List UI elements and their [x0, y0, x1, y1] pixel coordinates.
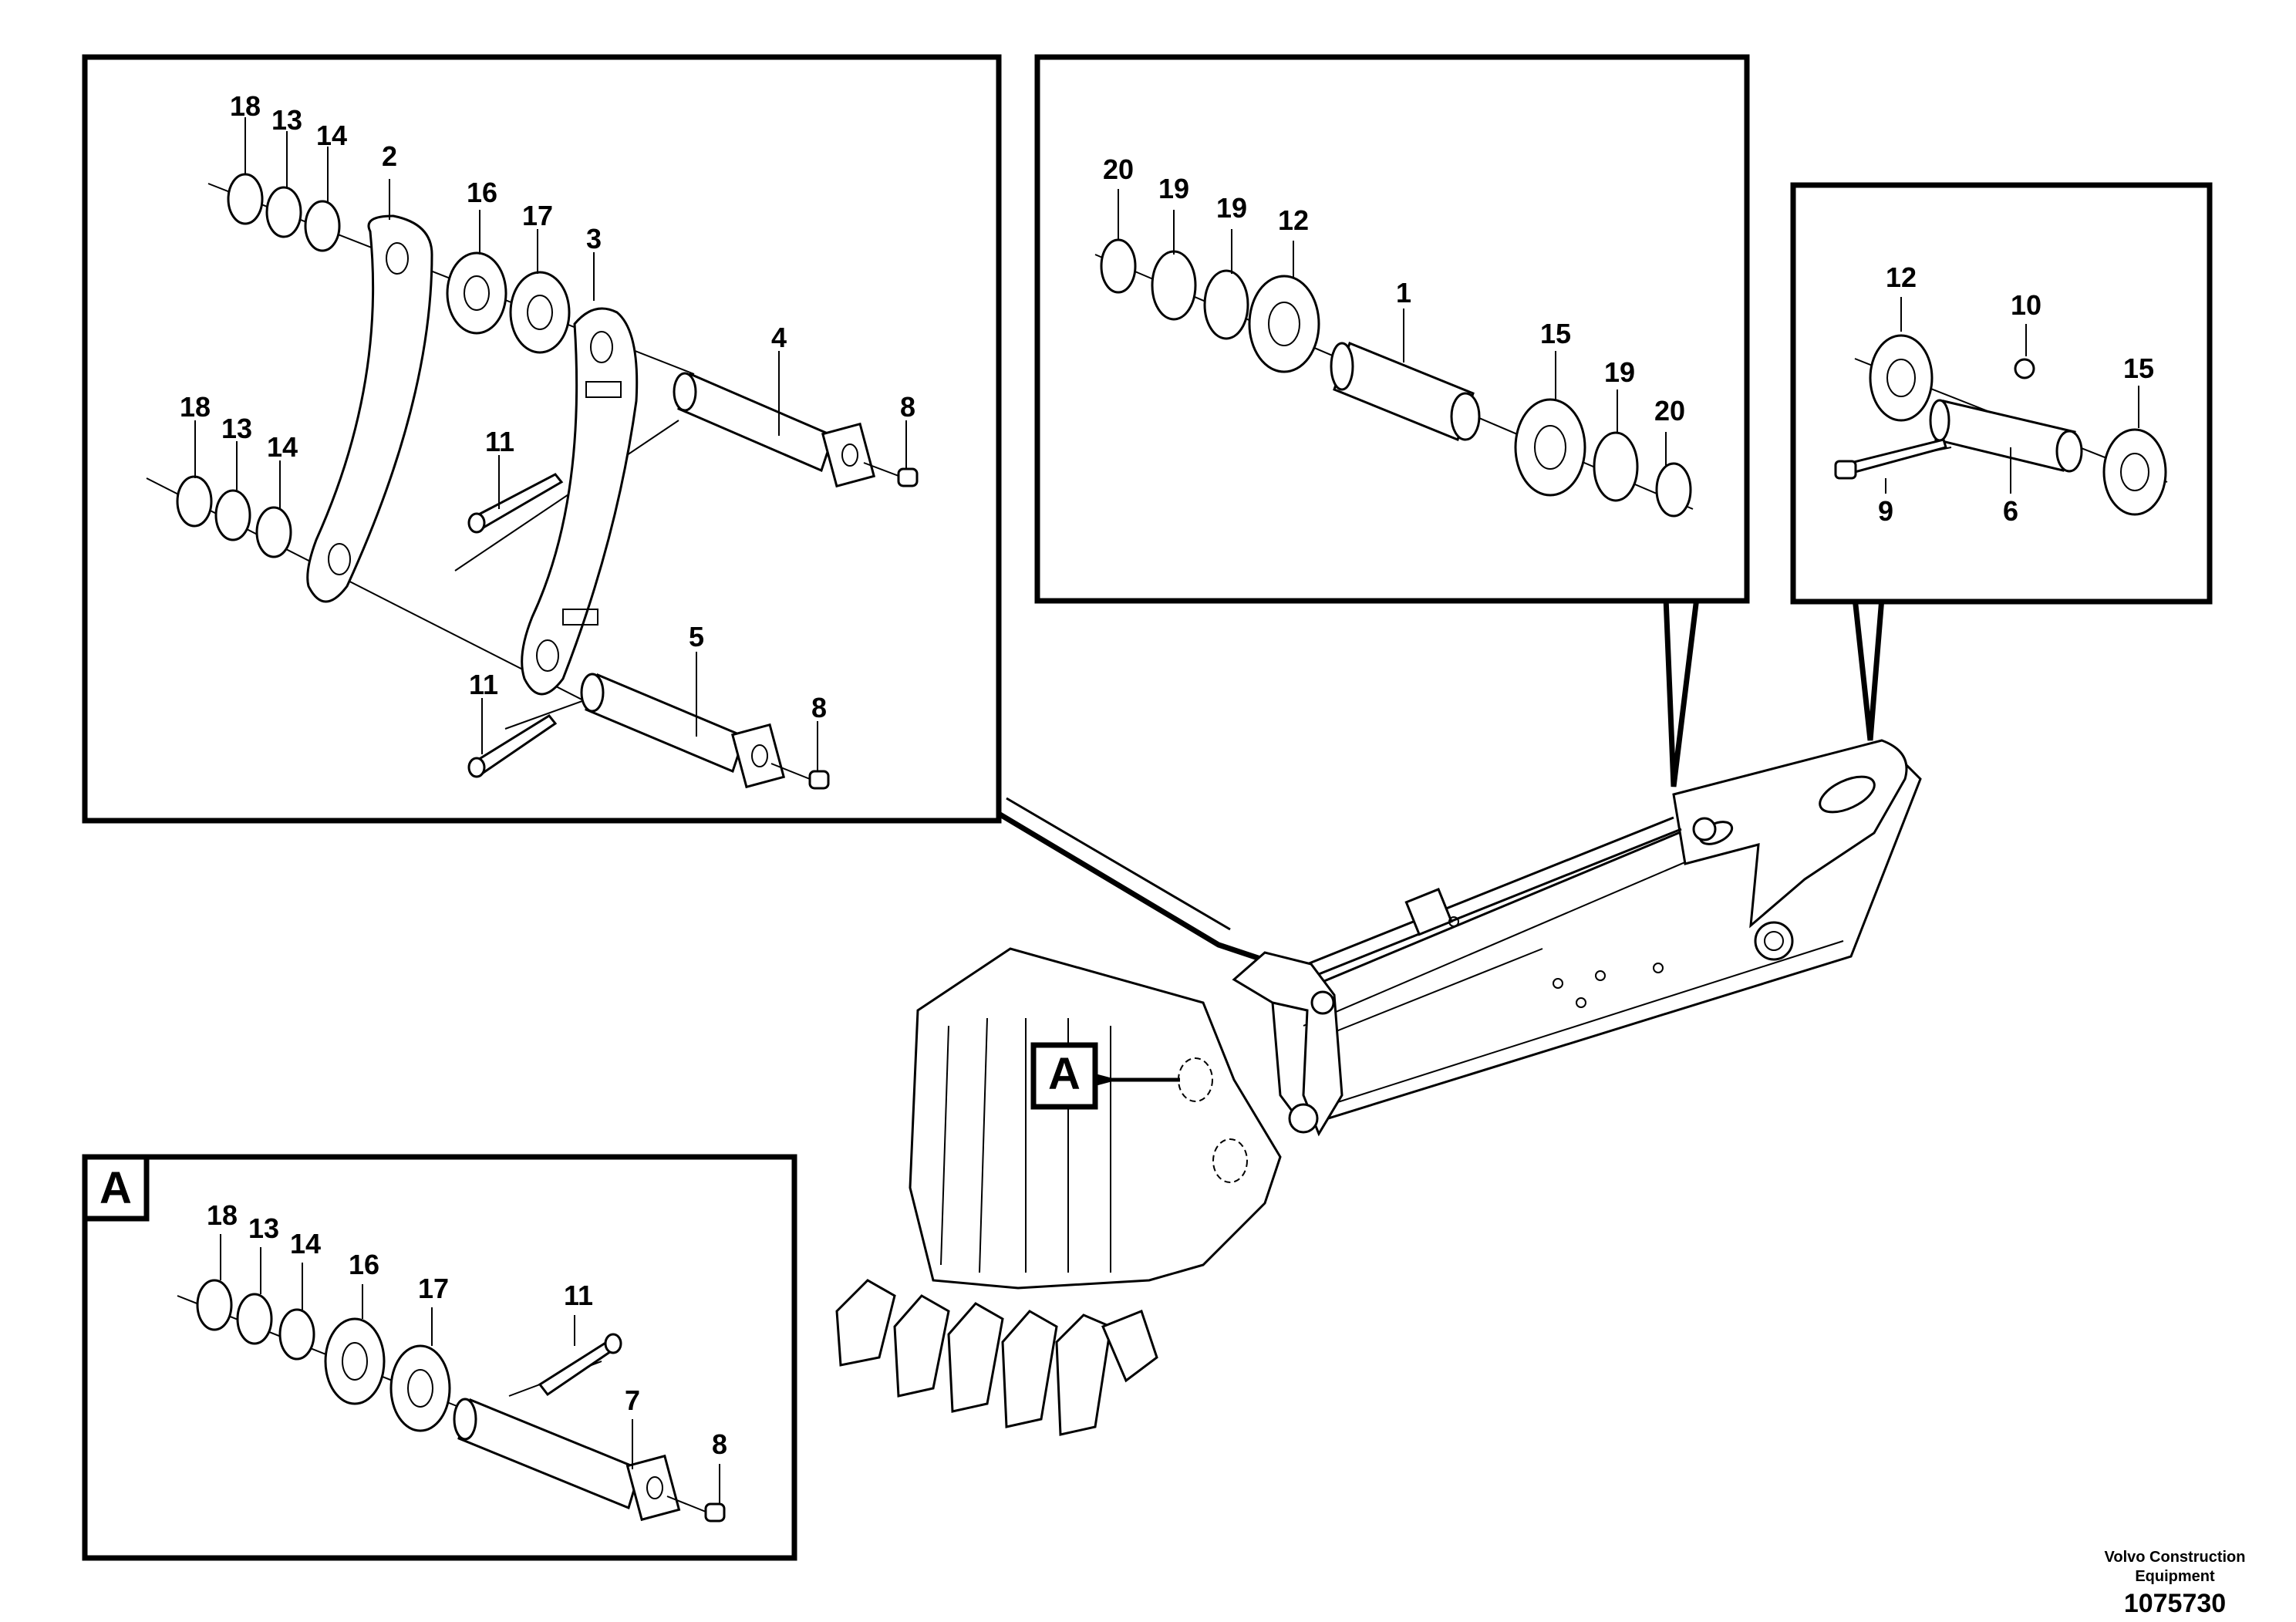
excavator-arm-assembly: A — [835, 595, 1922, 1436]
footer: Volvo Construction Equipment 1075730 — [2105, 1549, 2246, 1618]
drawing-number: 1075730 — [2124, 1589, 2226, 1618]
label-18-bot: 18 — [180, 391, 211, 423]
label-11-bot: 11 — [469, 669, 498, 700]
leader-box2 — [1663, 595, 1700, 787]
box-a-tag — [82, 1154, 150, 1222]
label-17: 17 — [522, 200, 553, 231]
link-3 — [521, 307, 639, 696]
label-13-bot: 13 — [221, 413, 252, 444]
label-1: 1 — [1396, 277, 1411, 309]
label-19-b: 19 — [1216, 192, 1247, 224]
bolt-9 — [1834, 438, 1947, 480]
link-2 — [306, 214, 433, 603]
label-14-bot: 14 — [267, 431, 298, 463]
label-20-left: 20 — [1103, 153, 1134, 185]
label-7: 7 — [625, 1384, 640, 1416]
label-19-right: 19 — [1604, 356, 1635, 388]
bolt-8 — [666, 1496, 726, 1523]
pin-5 — [580, 673, 786, 789]
label-18-top: 18 — [230, 90, 261, 122]
company-name-line2: Equipment — [2135, 1568, 2215, 1585]
label-16: 16 — [349, 1249, 379, 1280]
label-16: 16 — [467, 177, 497, 208]
label-9: 9 — [1878, 495, 1893, 527]
label-15: 15 — [1540, 318, 1571, 349]
label-11: 11 — [564, 1280, 593, 1311]
bolt-8-top — [863, 462, 919, 487]
detail-box-cylinder-pin: 20 19 19 12 1 15 19 20 — [1034, 54, 1750, 604]
label-3: 3 — [586, 223, 602, 255]
box-a-tag-text: A — [99, 1163, 132, 1213]
label-8: 8 — [712, 1428, 727, 1460]
label-8-bot: 8 — [811, 692, 827, 723]
label-14: 14 — [290, 1228, 321, 1259]
callout-a-text: A — [1048, 1049, 1081, 1099]
cotter-11 — [538, 1333, 622, 1397]
pin-6 — [1929, 399, 2083, 473]
leader-box1-inner — [1006, 797, 1231, 931]
cotter-11-top — [467, 473, 564, 534]
detail-box-arm-pin: 12 10 15 9 6 — [1790, 182, 2213, 605]
label-4: 4 — [771, 322, 787, 353]
label-13-top: 13 — [271, 104, 302, 136]
pin-1 — [1330, 342, 1481, 441]
label-18: 18 — [207, 1199, 238, 1231]
label-8-top: 8 — [900, 391, 915, 423]
bucket — [909, 947, 1282, 1290]
label-20-right: 20 — [1654, 395, 1685, 427]
label-2: 2 — [382, 140, 397, 172]
detail-box-bucket-links: 18 13 14 2 16 17 3 4 8 11 18 13 14 5 11 … — [82, 54, 1002, 824]
bucket-teeth — [835, 1279, 1158, 1436]
label-12: 12 — [1278, 204, 1309, 236]
label-5: 5 — [689, 621, 704, 653]
bolt-8-bot — [770, 763, 830, 790]
label-10: 10 — [2011, 289, 2041, 321]
label-11-top: 11 — [485, 426, 514, 457]
pin-7 — [453, 1398, 681, 1522]
label-12: 12 — [1886, 261, 1917, 293]
leader-box3 — [1852, 595, 1885, 741]
label-15: 15 — [2123, 352, 2154, 384]
leader-box1 — [997, 811, 1266, 963]
callout-a-marker — [1030, 1042, 1098, 1110]
label-13: 13 — [248, 1212, 279, 1244]
pin-4 — [673, 372, 876, 488]
label-17: 17 — [418, 1273, 449, 1304]
label-14-top: 14 — [316, 120, 347, 151]
company-name-line1: Volvo Construction — [2105, 1549, 2246, 1566]
label-19-a: 19 — [1158, 173, 1189, 204]
label-6: 6 — [2003, 495, 2018, 527]
cotter-11-bot — [467, 714, 558, 778]
detail-box-a: A 18 13 14 16 — [82, 1154, 797, 1561]
